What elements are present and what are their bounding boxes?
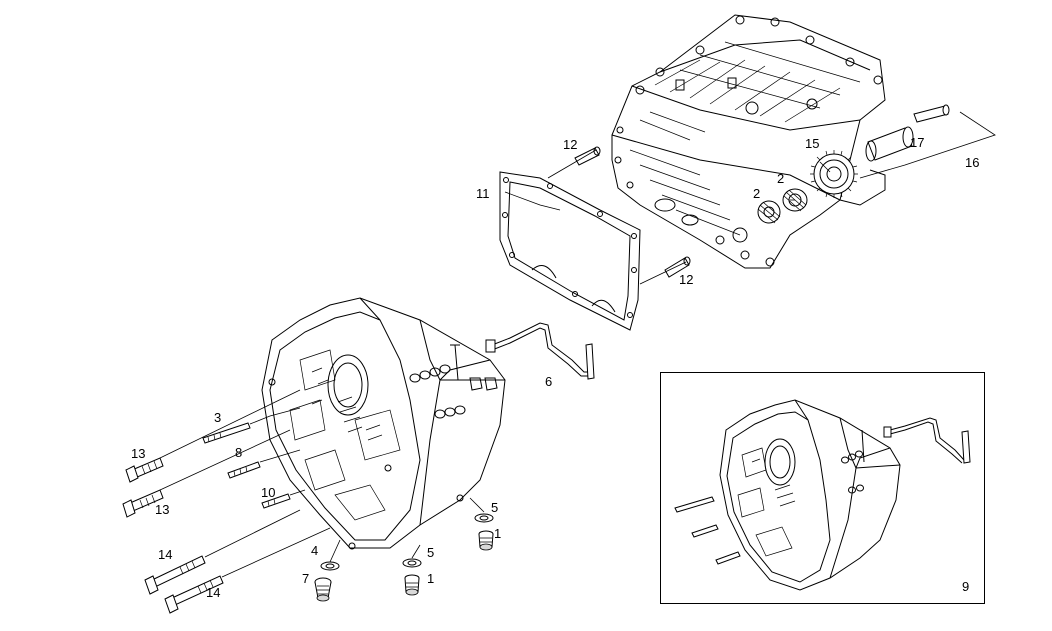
bearing-2-lower	[757, 200, 781, 224]
callout-10: 10	[261, 485, 276, 500]
callout-2-lower: 2	[753, 186, 761, 201]
callout-1-upper: 1	[494, 526, 502, 541]
callout-14-upper: 14	[158, 547, 173, 562]
callout-12-lower: 12	[679, 272, 694, 287]
pin-16	[913, 104, 950, 123]
callout-15: 15	[805, 136, 820, 151]
upper-gearbox-housing	[611, 14, 886, 269]
callout-9: 9	[962, 579, 970, 594]
callout-3: 3	[214, 410, 222, 425]
dowel-12-upper	[574, 146, 601, 166]
callout-11: 11	[476, 186, 490, 201]
dowel-12-lower	[664, 256, 691, 278]
bell-housing	[261, 297, 506, 550]
gasket-11	[499, 171, 641, 331]
stud-10	[261, 493, 291, 509]
callout-2-upper: 2	[777, 171, 785, 186]
callout-14-lower: 14	[206, 585, 221, 600]
callout-7: 7	[302, 571, 310, 586]
callout-5-lower: 5	[427, 545, 435, 560]
inset-bell-housing-9	[674, 399, 971, 591]
leader-lines	[159, 111, 996, 578]
callout-4: 4	[311, 543, 319, 558]
callout-1-lower: 1	[427, 571, 435, 586]
gear-15	[810, 150, 858, 198]
bolt-13-upper	[125, 457, 164, 483]
plug-1-lower	[404, 574, 420, 596]
inset-frame	[660, 372, 985, 604]
washer-5-lower	[402, 558, 422, 568]
stud-3	[202, 422, 251, 444]
oil-pipe-6	[485, 322, 595, 380]
callout-8: 8	[235, 445, 243, 460]
callout-13-upper: 13	[131, 446, 146, 461]
bolt-14-lower	[164, 575, 224, 614]
callout-13-lower: 13	[155, 502, 170, 517]
bolt-14-upper	[144, 555, 206, 595]
bolt-13-lower	[122, 489, 164, 518]
callout-5-upper: 5	[491, 500, 499, 515]
callout-16: 16	[965, 155, 980, 170]
stud-8	[227, 461, 261, 479]
callout-17: 17	[910, 135, 925, 150]
washer-5-upper	[474, 513, 494, 523]
washer-4	[320, 561, 340, 571]
sleeve-17	[865, 126, 914, 162]
plug-7	[314, 577, 332, 602]
callout-12-upper: 12	[563, 137, 578, 152]
callout-6: 6	[545, 374, 553, 389]
plug-1-upper	[478, 530, 494, 551]
